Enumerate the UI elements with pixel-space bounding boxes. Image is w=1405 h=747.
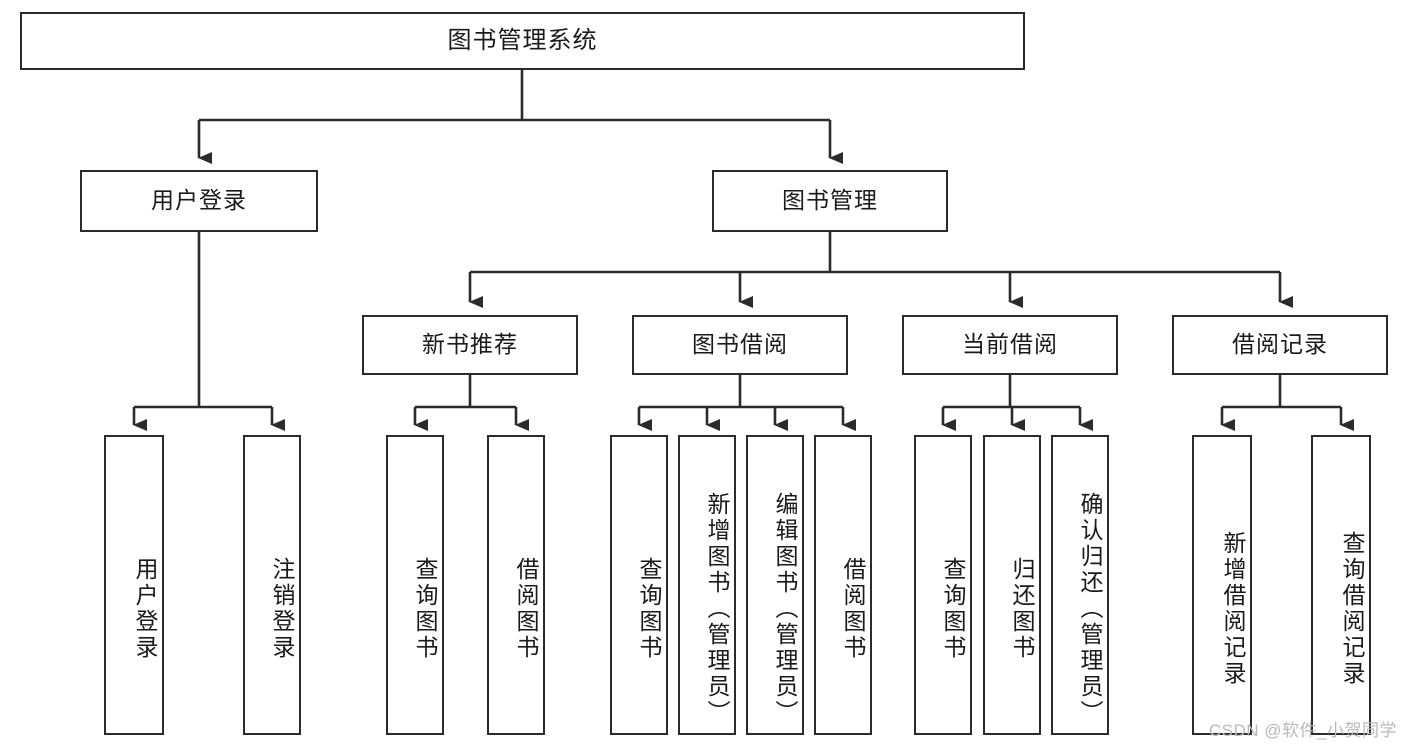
- csdn-watermark: CSDN @软件_小贺同学: [1208, 721, 1397, 740]
- node-current-borrow[interactable]: 当前借阅: [902, 315, 1118, 375]
- leaf-label: 借阅图书: [513, 557, 539, 661]
- leaf-borrow-book[interactable]: 借阅图书: [814, 435, 872, 735]
- node-user-login[interactable]: 用户登录: [80, 170, 318, 232]
- leaf-label: 查询图书: [636, 557, 662, 661]
- leaf-logout[interactable]: 注销登录: [243, 435, 301, 735]
- leaf-user-login[interactable]: 用户登录: [104, 435, 164, 735]
- leaf-label: 查询图书: [412, 557, 438, 661]
- leaf-query-borrow-record[interactable]: 查询借阅记录: [1311, 435, 1371, 735]
- leaf-label: 归还图书: [1009, 557, 1035, 661]
- leaf-label: 新增借阅记录: [1220, 531, 1246, 687]
- leaf-add-book-admin[interactable]: 新增图书（管理员）: [678, 435, 736, 735]
- node-root-system[interactable]: 图书管理系统: [20, 12, 1025, 70]
- leaf-label: 编辑图书（管理员）: [772, 492, 798, 726]
- leaf-label: 用户登录: [132, 557, 158, 661]
- leaf-borrow-book-recommend[interactable]: 借阅图书: [487, 435, 545, 735]
- leaf-edit-book-admin[interactable]: 编辑图书（管理员）: [746, 435, 804, 735]
- leaf-label: 注销登录: [269, 557, 295, 661]
- leaf-label: 确认归还（管理员）: [1077, 492, 1103, 726]
- leaf-query-book-current[interactable]: 查询图书: [914, 435, 972, 735]
- leaf-label: 查询图书: [940, 557, 966, 661]
- leaf-query-book-borrow[interactable]: 查询图书: [610, 435, 668, 735]
- node-borrow-record[interactable]: 借阅记录: [1172, 315, 1388, 375]
- node-book-management[interactable]: 图书管理: [712, 170, 948, 232]
- leaf-query-book-recommend[interactable]: 查询图书: [386, 435, 444, 735]
- leaf-label: 新增图书（管理员）: [704, 492, 730, 726]
- leaf-label: 查询借阅记录: [1339, 531, 1365, 687]
- leaf-add-borrow-record[interactable]: 新增借阅记录: [1192, 435, 1252, 735]
- node-book-borrow[interactable]: 图书借阅: [632, 315, 848, 375]
- node-new-book-recommend[interactable]: 新书推荐: [362, 315, 578, 375]
- leaf-return-book[interactable]: 归还图书: [983, 435, 1041, 735]
- leaf-label: 借阅图书: [840, 557, 866, 661]
- leaf-confirm-return-admin[interactable]: 确认归还（管理员）: [1051, 435, 1109, 735]
